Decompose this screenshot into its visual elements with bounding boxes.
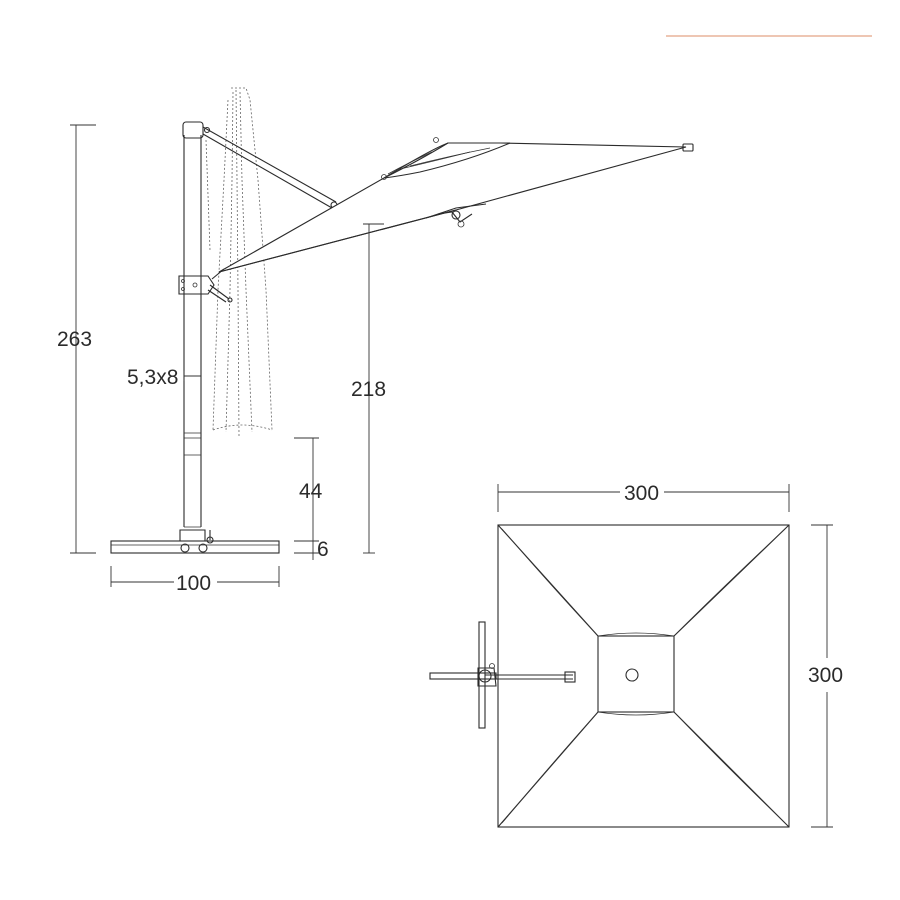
- dim-base-width-label: 100: [176, 572, 211, 595]
- canopy-side: [218, 137, 694, 273]
- dim-total-height: [70, 124, 96, 554]
- dim-base-height: [294, 541, 319, 560]
- canopy-top: [497, 524, 790, 828]
- dim-base-upper: [294, 437, 319, 542]
- top-view: 300 300: [429, 482, 843, 828]
- dim-base-height-label: 6: [317, 538, 329, 561]
- upper-strut: [202, 126, 338, 209]
- dim-canopy-clearance: [363, 223, 384, 554]
- dim-canopy-clearance-label: 218: [351, 378, 386, 401]
- base-cross-top: [429, 621, 576, 729]
- dim-base-upper-label: 44: [299, 480, 323, 503]
- dim-canopy-width: [497, 484, 790, 512]
- pole: [182, 121, 204, 527]
- dim-canopy-depth: [811, 524, 833, 828]
- slider-clamp: [178, 268, 233, 303]
- base-plate: [110, 526, 280, 554]
- side-view: 263 5,3x8 218 44 6: [57, 87, 694, 595]
- dim-canopy-width-label: 300: [624, 482, 659, 505]
- dim-canopy-depth-label: 300: [808, 664, 843, 687]
- dim-base-width: [110, 566, 280, 587]
- dim-pole-profile-label: 5,3x8: [127, 366, 178, 389]
- dim-pole-profile: [183, 371, 201, 381]
- dim-total-height-label: 263: [57, 328, 92, 351]
